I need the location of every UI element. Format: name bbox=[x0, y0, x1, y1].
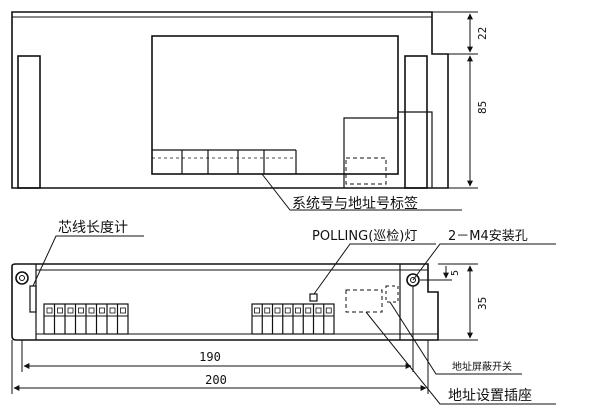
label-strip bbox=[152, 149, 297, 174]
bottom-vertical-dimensions bbox=[420, 263, 478, 341]
dim-overall-length: 200 bbox=[205, 373, 227, 387]
dim-inner-length: 190 bbox=[199, 350, 221, 364]
front-vertical-dimensions bbox=[432, 11, 478, 189]
wire-length-gauge bbox=[29, 285, 37, 313]
terminal-block-right bbox=[251, 303, 335, 335]
polling-lamp-label: POLLING(巡检)灯 bbox=[312, 229, 417, 244]
front-view bbox=[11, 11, 449, 189]
wire-length-gauge-label: 芯线长度计 bbox=[58, 220, 128, 236]
polling-lamp bbox=[309, 293, 318, 302]
dim-hole-offset: 5 bbox=[450, 270, 461, 276]
address-setting-socket-label: 地址设置插座 bbox=[448, 388, 532, 404]
mounting-hole-right-inner bbox=[410, 277, 416, 283]
right-side-slot bbox=[404, 55, 428, 189]
dim-front-height: 85 bbox=[476, 101, 489, 114]
left-side-slot bbox=[17, 55, 41, 189]
dim-top-offset: 22 bbox=[476, 27, 489, 40]
hidden-component-dashed bbox=[345, 157, 387, 185]
front-housing-outline bbox=[11, 11, 449, 189]
bottom-view bbox=[11, 263, 439, 341]
tag-label-leader bbox=[261, 173, 462, 211]
address-setting-socket bbox=[345, 289, 383, 313]
bottom-view-leaders bbox=[32, 235, 556, 405]
bottom-housing-outline bbox=[11, 263, 439, 341]
mounting-hole-left bbox=[15, 271, 29, 285]
label-panel bbox=[151, 35, 399, 175]
dim-bottom-height: 35 bbox=[476, 297, 489, 310]
address-mask-switch bbox=[385, 285, 399, 303]
mounting-holes-label: 2－M4安装孔 bbox=[448, 229, 528, 244]
terminal-block-left bbox=[43, 303, 129, 335]
address-mask-switch-label: 地址屏蔽开关 bbox=[452, 360, 512, 373]
horizontal-dimensions bbox=[11, 286, 429, 394]
mounting-hole-left-inner bbox=[19, 275, 25, 281]
internal-component-outline bbox=[343, 111, 433, 188]
tag-label-text: 系统号与地址号标签 bbox=[292, 195, 418, 212]
